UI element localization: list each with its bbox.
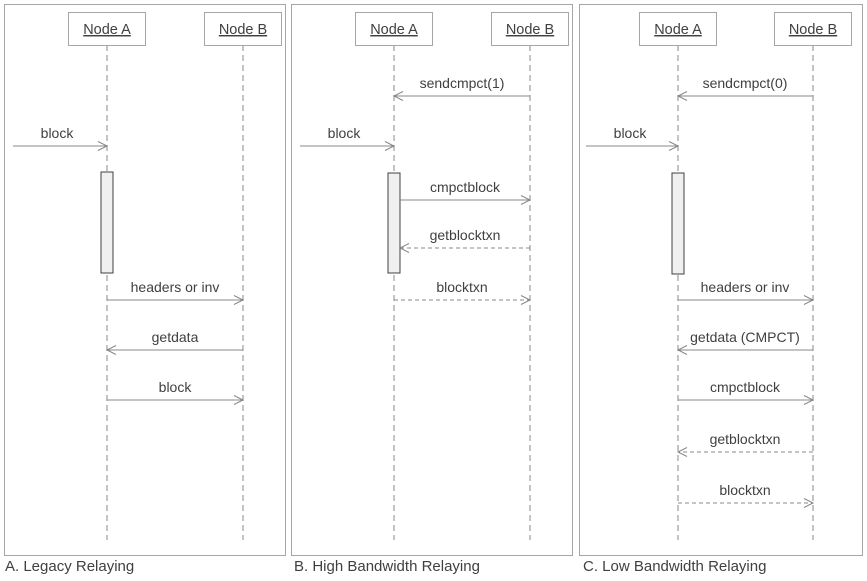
arrowhead-left-icon — [676, 447, 688, 457]
found-message-block: block — [300, 125, 396, 151]
message-getblocktxn: getblocktxn — [676, 431, 813, 457]
found-message-block: block — [13, 125, 109, 151]
arrowhead-right-icon — [520, 295, 532, 305]
message-sendcmpct-1: sendcmpct(1) — [392, 75, 530, 101]
message-blocktxn: blocktxn — [394, 279, 532, 305]
message-label: blocktxn — [436, 279, 487, 295]
lifelines — [393, 45, 531, 540]
arrowhead-right-icon — [803, 498, 815, 508]
message-getblocktxn: getblocktxn — [398, 227, 530, 253]
lifelines — [677, 45, 814, 540]
message-cmpctblock: cmpctblock — [400, 179, 532, 205]
arrowhead-right-icon — [803, 395, 815, 405]
message-label: block — [328, 125, 362, 141]
message-label: getdata — [152, 329, 199, 345]
message-label: headers or inv — [131, 279, 220, 295]
message-label: headers or inv — [701, 279, 790, 295]
actor-label: Node A — [83, 22, 131, 38]
arrowhead-right-icon — [97, 141, 109, 151]
actor-box — [774, 12, 852, 46]
actor-node-a: Node A — [68, 12, 146, 46]
actor-box — [355, 12, 433, 46]
arrowhead-left-icon — [105, 345, 117, 355]
message-label: sendcmpct(0) — [703, 75, 788, 91]
actor-box — [204, 12, 282, 46]
panel-low-bandwidth-relaying: Node A Node B sendcmpct(0) block headers… — [579, 4, 863, 556]
lifelines — [106, 45, 244, 540]
arrowhead-right-icon — [668, 141, 680, 151]
message-label: getdata (CMPCT) — [690, 329, 800, 345]
arrowhead-left-icon — [676, 91, 688, 101]
found-message-block: block — [586, 125, 680, 151]
arrowhead-right-icon — [520, 195, 532, 205]
arrowhead-left-icon — [392, 91, 404, 101]
actor-label: Node A — [370, 22, 418, 38]
message-label: sendcmpct(1) — [420, 75, 505, 91]
arrowhead-left-icon — [676, 345, 688, 355]
message-sendcmpct-0: sendcmpct(0) — [676, 75, 813, 101]
message-label: cmpctblock — [430, 179, 501, 195]
actor-node-a: Node A — [355, 12, 433, 46]
actor-box — [639, 12, 717, 46]
message-label: block — [41, 125, 75, 141]
message-cmpctblock: cmpctblock — [678, 379, 815, 405]
actor-node-b: Node B — [204, 12, 282, 46]
actor-node-b: Node B — [774, 12, 852, 46]
actor-node-b: Node B — [491, 12, 569, 46]
caption-panel-c: C. Low Bandwidth Relaying — [583, 558, 767, 575]
message-label: block — [614, 125, 648, 141]
activation-bar-node-a — [671, 172, 685, 275]
message-block: block — [107, 379, 245, 405]
arrowhead-left-icon — [398, 243, 410, 253]
actor-label: Node B — [789, 22, 837, 38]
message-getdata-cmpct: getdata (CMPCT) — [676, 329, 813, 355]
message-label: getblocktxn — [430, 227, 501, 243]
panel-legacy-relaying: Node A Node B block headers or inv getda… — [4, 4, 286, 556]
message-label: block — [159, 379, 193, 395]
arrowhead-right-icon — [233, 295, 245, 305]
actor-label: Node A — [654, 22, 702, 38]
actor-label: Node B — [219, 22, 267, 38]
panel-high-bandwidth-relaying: Node A Node B sendcmpct(1) block cmpctbl… — [291, 4, 573, 556]
activation-bar-node-a — [100, 171, 114, 274]
message-blocktxn: blocktxn — [678, 482, 815, 508]
message-label: blocktxn — [719, 482, 770, 498]
actor-node-a: Node A — [639, 12, 717, 46]
message-getdata: getdata — [105, 329, 243, 355]
actor-box — [68, 12, 146, 46]
actor-box — [491, 12, 569, 46]
message-label: getblocktxn — [710, 431, 781, 447]
caption-panel-b: B. High Bandwidth Relaying — [294, 558, 480, 575]
arrowhead-right-icon — [384, 141, 396, 151]
caption-panel-a: A. Legacy Relaying — [5, 558, 135, 575]
message-headers-or-inv: headers or inv — [107, 279, 245, 305]
activation-bar-node-a — [387, 172, 401, 274]
actor-label: Node B — [506, 22, 554, 38]
arrowhead-right-icon — [233, 395, 245, 405]
message-label: cmpctblock — [710, 379, 781, 395]
arrowhead-right-icon — [803, 295, 815, 305]
message-headers-or-inv: headers or inv — [678, 279, 815, 305]
